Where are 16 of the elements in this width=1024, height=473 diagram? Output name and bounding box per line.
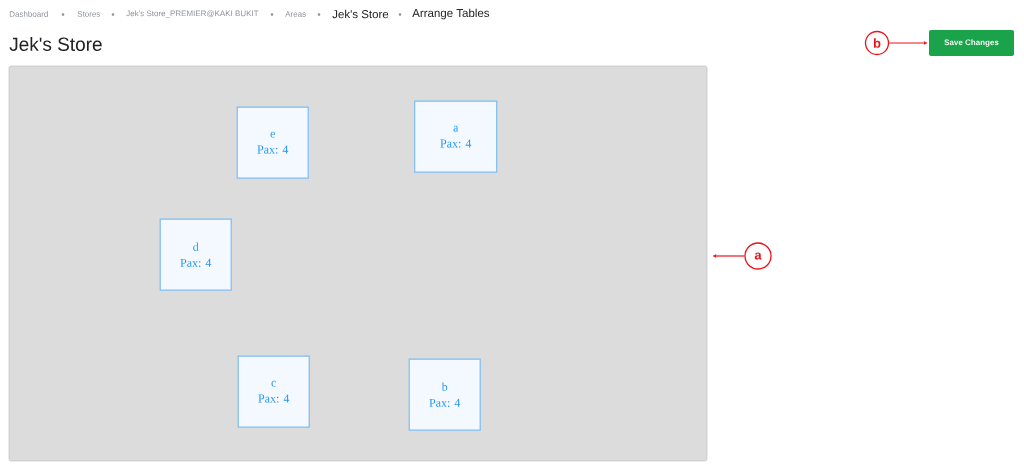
breadcrumb-link: Jek's Store_PREMIER@KAKI BUKIT — [126, 10, 259, 18]
page-title: Jek's Store — [9, 37, 102, 51]
table-box: b Pax: 4 — [408, 358, 481, 431]
table-box: e Pax: 4 — [236, 106, 309, 179]
breadcrumb-link: Dashboard — [9, 11, 48, 17]
table-box: c Pax: 4 — [237, 355, 310, 428]
breadcrumb-link: Areas — [285, 11, 306, 17]
breadcrumb-link: Stores — [77, 11, 101, 17]
table-box: a Pax: 4 — [414, 100, 498, 173]
arrow — [712, 254, 745, 258]
save-button: Save Changes — [929, 30, 1014, 56]
breadcrumb-link: Arrange Tables — [412, 8, 490, 20]
floor-plan-area — [8, 65, 708, 462]
arrow — [888, 41, 928, 45]
breadcrumb-link: Jek's Store — [332, 9, 389, 19]
table-box: d Pax: 4 — [159, 218, 232, 291]
